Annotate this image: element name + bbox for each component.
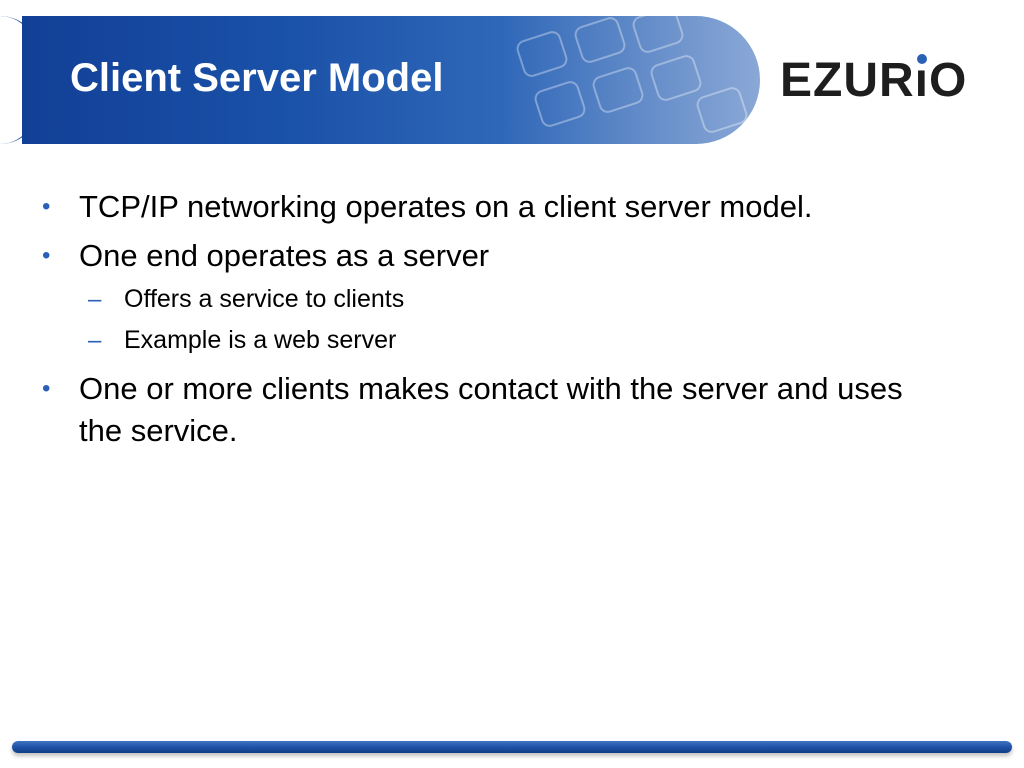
bullet-marker: • (42, 375, 51, 402)
slide-title: Client Server Model (70, 56, 444, 100)
sub-bullet-text: Example is a web server (124, 326, 397, 354)
footer-bar (12, 741, 1012, 753)
bullet-marker: • (42, 242, 51, 269)
bullet-text: One or more clients makes contact with t… (79, 371, 903, 448)
sub-bullet-marker: – (88, 286, 102, 313)
bullet-item: • One end operates as a server – Offers … (42, 235, 942, 361)
logo-i-dot (916, 54, 927, 64)
logo-text-part1: EZUR (780, 54, 915, 107)
bullet-text: TCP/IP networking operates on a client s… (79, 189, 813, 224)
logo-letter-i: ı (914, 54, 930, 107)
sub-bullet-item: – Offers a service to clients (79, 279, 942, 320)
title-banner (22, 16, 760, 144)
logo-text-part2: O (929, 54, 968, 107)
sub-bullet-item: – Example is a web server (79, 320, 942, 361)
bullet-marker: • (42, 193, 51, 220)
bullet-text: One end operates as a server (79, 238, 490, 273)
keypad-background-graphic (516, 16, 748, 133)
bullet-item: • TCP/IP networking operates on a client… (42, 186, 942, 228)
bullet-item: • One or more clients makes contact with… (42, 368, 942, 452)
sub-bullet-text: Offers a service to clients (124, 285, 405, 313)
sub-bullet-marker: – (88, 327, 102, 354)
sub-bullet-list: – Offers a service to clients – Example … (79, 279, 942, 361)
bullet-list: • TCP/IP networking operates on a client… (42, 186, 942, 459)
